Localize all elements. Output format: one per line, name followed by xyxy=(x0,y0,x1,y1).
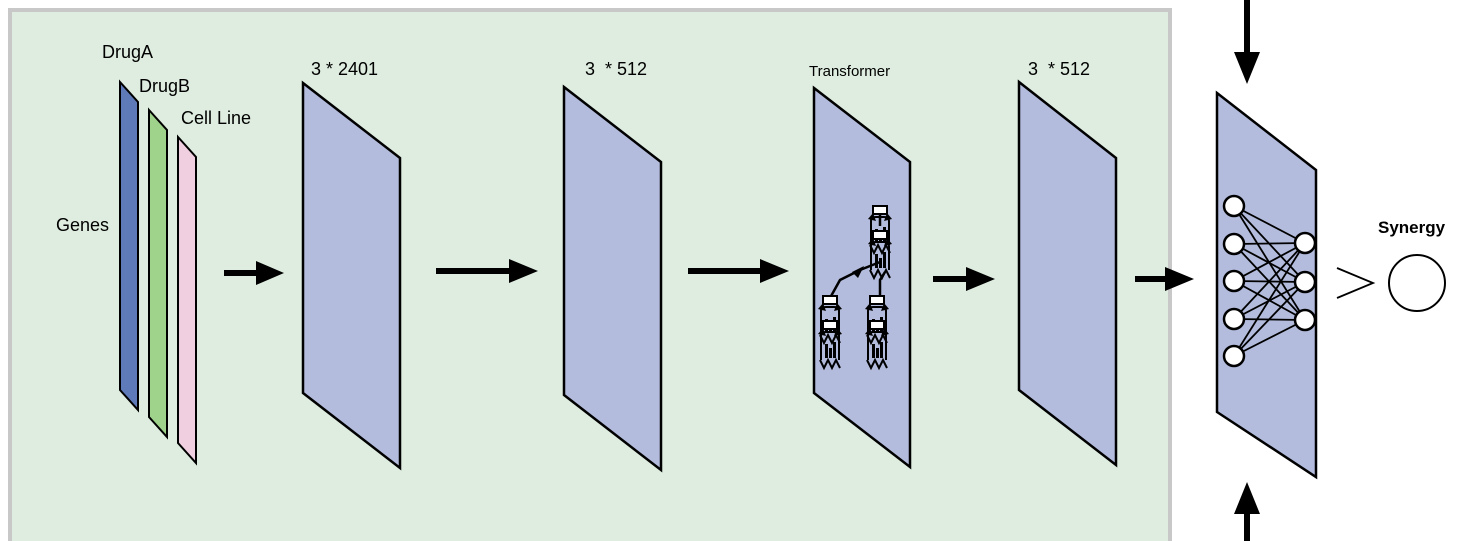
cell-line-slab xyxy=(177,134,197,466)
cell-line-label: Cell Line xyxy=(181,108,251,128)
neural-network-icon xyxy=(1222,194,1317,368)
arrow-up-icon xyxy=(1234,482,1260,541)
drug-b-label: DrugB xyxy=(139,76,190,96)
arrow-right-icon xyxy=(688,259,789,283)
synergy-label: Synergy xyxy=(1378,218,1446,237)
arrow-down-icon xyxy=(1234,0,1260,84)
layer-2-slab xyxy=(562,84,663,473)
drug-a-label: DrugA xyxy=(102,42,153,62)
output-arrow-icon xyxy=(1336,267,1376,299)
transformer-slab xyxy=(812,85,912,470)
genes-label: Genes xyxy=(56,215,109,235)
arrow-right-icon xyxy=(933,267,995,291)
layer-4-slab xyxy=(1017,79,1118,468)
transformer-block-icon xyxy=(817,205,893,369)
layer-1-slab xyxy=(301,80,402,471)
output-node-icon xyxy=(1388,254,1446,312)
transformer-label: Transformer xyxy=(809,63,890,80)
drug-a-slab xyxy=(119,79,139,413)
drug-b-slab xyxy=(148,107,168,440)
arrow-right-icon xyxy=(1135,267,1194,291)
layer-2-label: 3 * 512 xyxy=(585,59,647,79)
arrow-right-icon xyxy=(224,261,284,285)
arrow-right-icon xyxy=(436,259,538,283)
layer-4-label: 3 * 512 xyxy=(1028,59,1090,79)
layer-1-label: 3 * 2401 xyxy=(311,59,378,79)
